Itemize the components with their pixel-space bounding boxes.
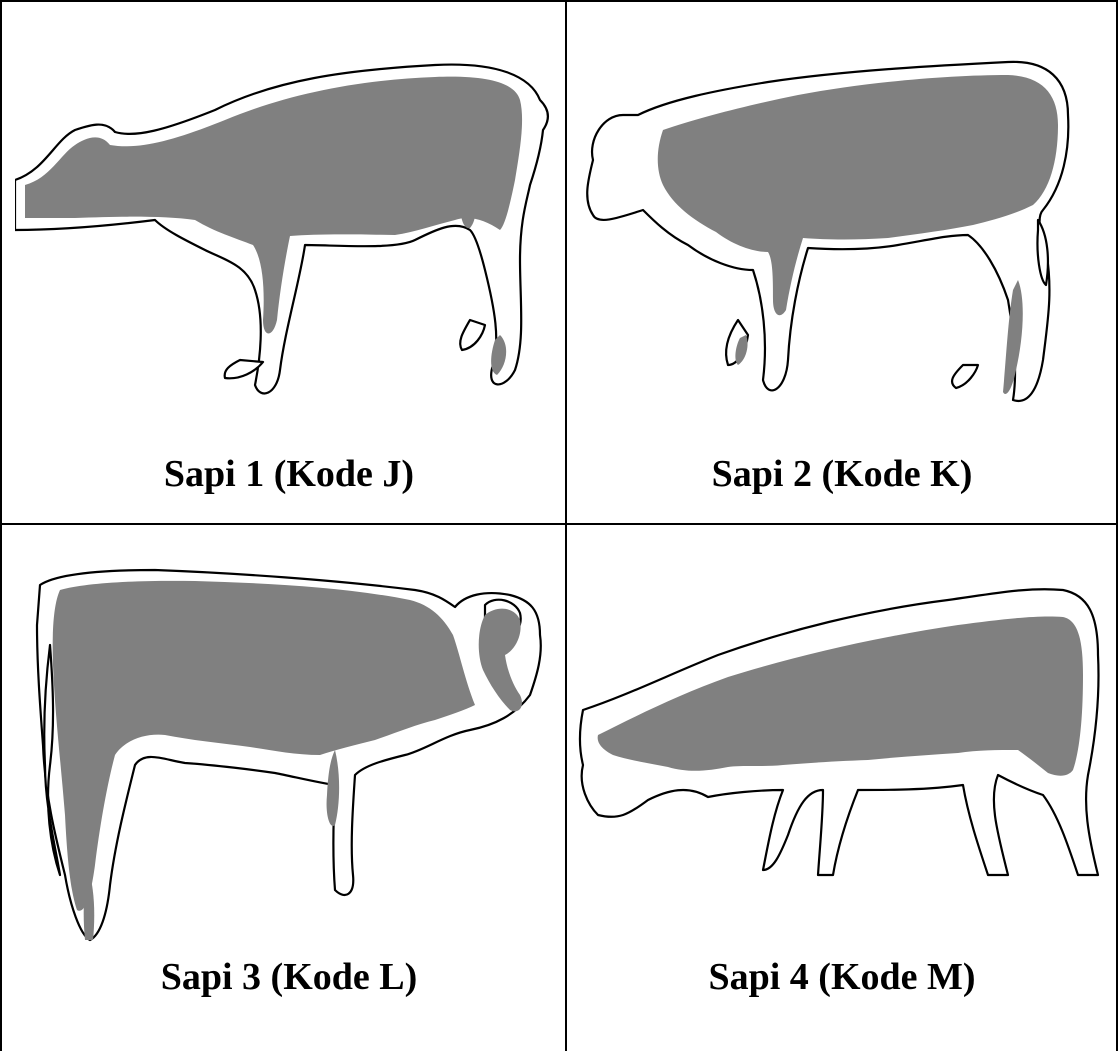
panel-sapi-1: Sapi 1 (Kode J) bbox=[15, 20, 563, 520]
grid-line-left bbox=[0, 0, 2, 1051]
panel-label-3: Sapi 3 (Kode L) bbox=[15, 955, 563, 999]
cow-silhouette-4 bbox=[568, 545, 1116, 955]
grid-line-middle bbox=[0, 523, 1118, 525]
cow-silhouette-1 bbox=[15, 20, 563, 430]
cow-silhouette-2 bbox=[568, 20, 1116, 430]
grid-line-center bbox=[565, 0, 567, 1051]
panel-label-1: Sapi 1 (Kode J) bbox=[15, 452, 563, 496]
panel-sapi-3: Sapi 3 (Kode L) bbox=[15, 545, 563, 1045]
cow-silhouette-3 bbox=[15, 545, 563, 955]
grid-line-top bbox=[0, 0, 1118, 2]
panel-sapi-4: Sapi 4 (Kode M) bbox=[568, 545, 1116, 1045]
panel-label-4: Sapi 4 (Kode M) bbox=[568, 955, 1116, 999]
panel-label-2: Sapi 2 (Kode K) bbox=[568, 452, 1116, 496]
panel-sapi-2: Sapi 2 (Kode K) bbox=[568, 20, 1116, 520]
